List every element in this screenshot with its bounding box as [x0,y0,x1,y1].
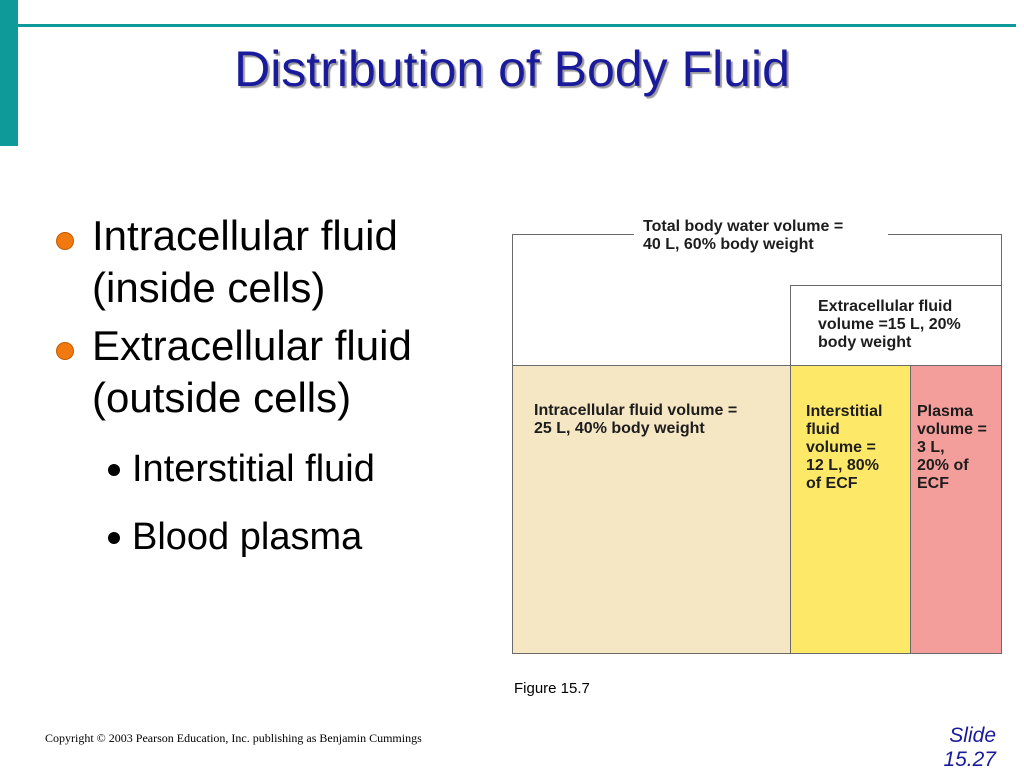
accent-bar [0,0,18,146]
subbullet-dot-icon [108,464,120,476]
bullet-intracellular: Intracellular fluid (inside cells) [52,210,472,314]
interstitial-region [790,365,912,654]
subbullet-dot-icon [108,532,120,544]
slide-label: Slide [949,724,996,747]
bullet-text: Extracellular fluid (outside cells) [92,322,412,421]
slide-number-value: 15.27 [943,748,996,771]
bullet-extracellular: Extracellular fluid (outside cells) [52,320,472,424]
bullet-dot-icon [56,342,74,360]
figure-caption: Figure 15.7 [514,680,590,697]
total-top-line-right [888,234,1002,235]
intracellular-label: Intracellular fluid volume = 25 L, 40% b… [534,402,738,437]
total-water-label: Total body water volume = 40 L, 60% body… [643,218,883,254]
bullet-text: Intracellular fluid (inside cells) [92,212,398,311]
extracellular-label: Extracellular fluid volume =15 L, 20% bo… [818,298,961,351]
total-top-line-left [512,234,634,235]
interstitial-label: Interstitial fluid volume = 12 L, 80% of… [806,403,883,492]
plasma-region [910,365,1002,654]
subbullet-plasma: Blood plasma [52,514,472,560]
plasma-label: Plasma volume = 3 L, 20% of ECF [917,403,987,492]
copyright-notice: Copyright © 2003 Pearson Education, Inc.… [45,731,422,745]
bullet-dot-icon [56,232,74,250]
slide-title: Distribution of Body Fluid [234,41,790,97]
bullet-list: Intracellular fluid (inside cells) Extra… [52,210,472,574]
subbullet-text: Interstitial fluid [132,448,375,490]
subbullet-interstitial: Interstitial fluid [52,446,472,492]
subbullet-text: Blood plasma [132,516,363,558]
accent-rule [18,24,1016,27]
slide-number: Slide 15.27 [943,724,996,772]
intracellular-region [512,365,792,654]
